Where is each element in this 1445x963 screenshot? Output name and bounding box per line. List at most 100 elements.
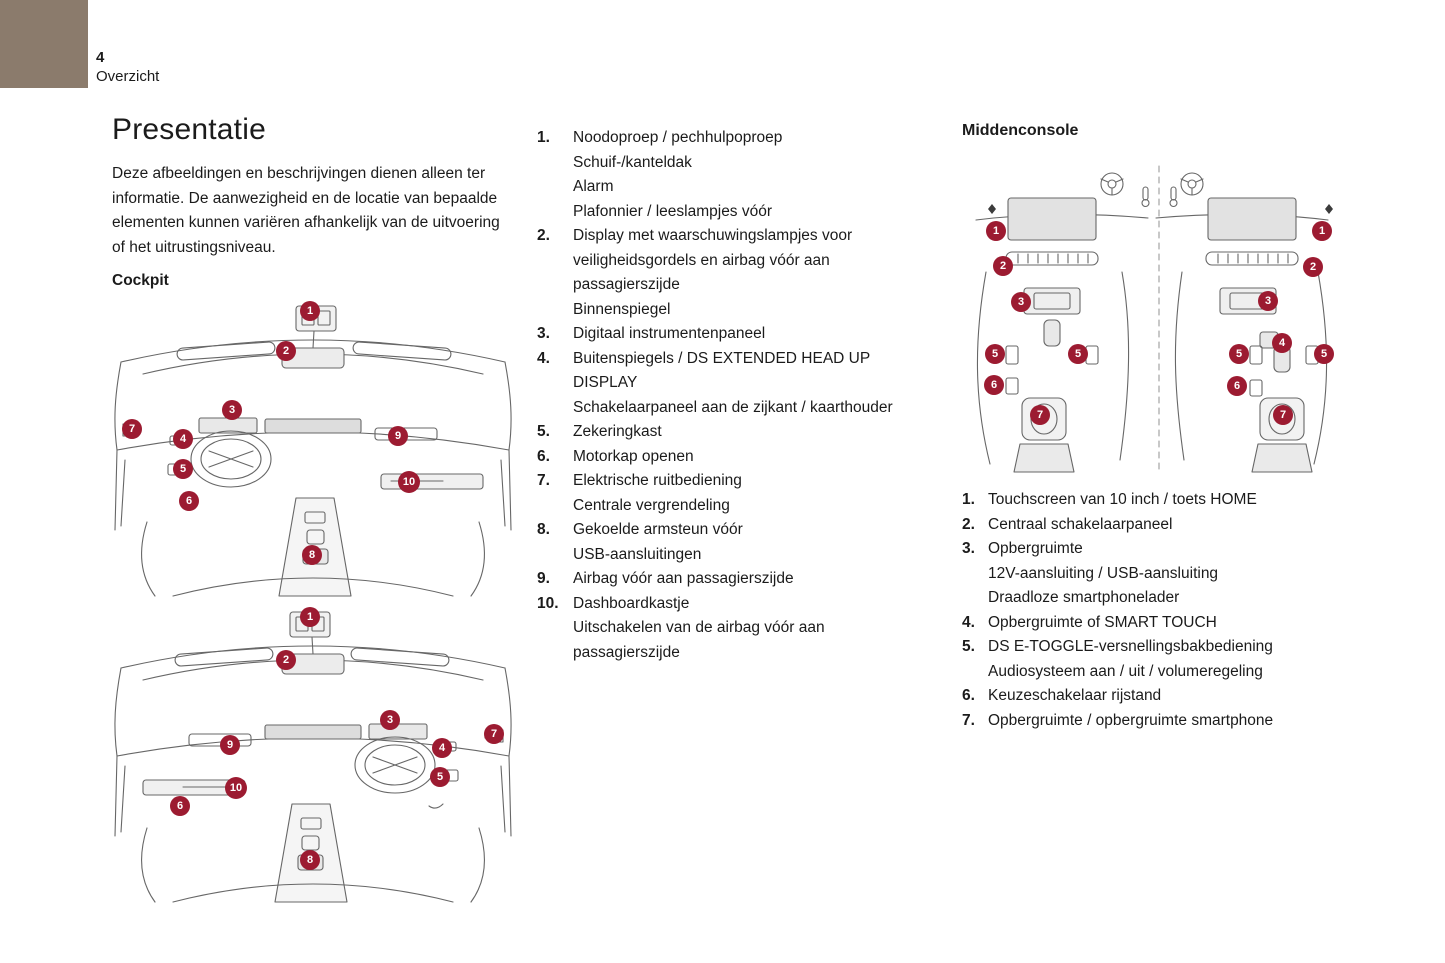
item-text: Noodoproep / pechhulpoproep bbox=[573, 129, 783, 146]
item-text: Plafonnier / leeslampjes vóór bbox=[573, 202, 773, 220]
callout-badge: 5 bbox=[1314, 344, 1334, 364]
callout-badge: 2 bbox=[276, 341, 296, 361]
svg-text:1: 1 bbox=[307, 611, 313, 623]
item-text: Gekoelde armsteun vóór bbox=[573, 521, 743, 538]
item-number: 10. bbox=[537, 594, 559, 612]
item-number: 7. bbox=[962, 711, 975, 729]
svg-text:5: 5 bbox=[1321, 348, 1327, 360]
item-number: 1. bbox=[962, 491, 975, 508]
item-number: 6. bbox=[962, 687, 975, 704]
callout-badge: 4 bbox=[1272, 333, 1292, 353]
callout-badge: 2 bbox=[1303, 257, 1323, 277]
page-header: 4 Overzicht bbox=[96, 48, 159, 86]
svg-text:5: 5 bbox=[1236, 348, 1242, 360]
left-column: Presentatie Deze afbeeldingen en beschri… bbox=[112, 112, 514, 904]
list-item: 6. Motorkap openen bbox=[537, 445, 935, 470]
list-item: 7. Opbergruimte / opbergruimte smartphon… bbox=[962, 709, 1344, 734]
svg-text:8: 8 bbox=[309, 549, 315, 561]
svg-text:7: 7 bbox=[1037, 409, 1043, 421]
list-item: 5. DS E-TOGGLE-versnellingsbakbediening … bbox=[962, 635, 1344, 684]
callout-badge: 4 bbox=[173, 429, 193, 449]
callout-badge: 6 bbox=[170, 796, 190, 816]
svg-text:1: 1 bbox=[993, 225, 999, 237]
callout-badge: 2 bbox=[276, 650, 296, 670]
callout-badge: 2 bbox=[993, 256, 1013, 276]
item-number: 3. bbox=[962, 540, 975, 557]
callout-badge: 1 bbox=[300, 301, 320, 321]
console-diagram: 1 2 3 5 5 6 7 1 2 3 4 5 5 6 7 bbox=[975, 165, 1334, 475]
svg-text:6: 6 bbox=[991, 379, 997, 391]
corner-color-block bbox=[0, 0, 88, 88]
callout-badge: 10 bbox=[225, 777, 247, 799]
svg-text:5: 5 bbox=[180, 463, 186, 475]
item-number: 8. bbox=[537, 521, 550, 538]
callout-badge: 5 bbox=[1229, 344, 1249, 364]
steering-wheel-icon bbox=[1100, 172, 1124, 196]
callout-badge: 6 bbox=[179, 491, 199, 511]
item-text: Zekeringkast bbox=[573, 423, 662, 440]
item-text: Opbergruimte / opbergruimte smartphone bbox=[988, 711, 1274, 729]
temperature-icon bbox=[1169, 186, 1178, 208]
callout-badge: 3 bbox=[1011, 292, 1031, 312]
svg-text:10: 10 bbox=[403, 476, 415, 488]
item-number: 5. bbox=[962, 638, 975, 655]
item-text: 12V-aansluiting / USB-aansluiting bbox=[988, 564, 1219, 582]
list-item: 5. Zekeringkast bbox=[537, 420, 935, 445]
callout-badge: 1 bbox=[1312, 221, 1332, 241]
callout-badge: 5 bbox=[1068, 344, 1088, 364]
item-text: Airbag vóór aan passagierszijde bbox=[573, 570, 794, 587]
console-legend: 1. Touchscreen van 10 inch / toets HOME … bbox=[962, 488, 1344, 733]
list-item: 8. Gekoelde armsteun vóór USB-aansluitin… bbox=[537, 518, 935, 567]
item-text: Draadloze smartphonelader bbox=[988, 589, 1180, 606]
list-item: 3. Opbergruimte 12V-aansluiting / USB-aa… bbox=[962, 537, 1344, 611]
cockpit-legend: 1. Noodoproep / pechhulpoproep Schuif-/k… bbox=[537, 126, 935, 665]
item-number: 1. bbox=[537, 129, 550, 146]
item-text: Centraal schakelaarpaneel bbox=[988, 515, 1173, 533]
svg-text:2: 2 bbox=[283, 345, 289, 357]
callout-badge: 5 bbox=[985, 344, 1005, 364]
item-number: 4. bbox=[962, 613, 975, 631]
item-text: Display met waarschuwingslampjes voor ve… bbox=[573, 227, 853, 293]
svg-text:5: 5 bbox=[437, 771, 443, 783]
middenconsole-heading: Middenconsole bbox=[962, 122, 1079, 139]
intro-text: Deze afbeeldingen en beschrijvingen dien… bbox=[112, 165, 500, 256]
callout-badge: 9 bbox=[220, 735, 240, 755]
item-text: USB-aansluitingen bbox=[573, 545, 702, 563]
svg-text:5: 5 bbox=[1075, 348, 1081, 360]
callout-badge: 9 bbox=[388, 426, 408, 446]
temperature-icon bbox=[1141, 186, 1150, 208]
item-number: 2. bbox=[962, 515, 975, 533]
item-text: Uitschakelen van de airbag vóór aan pass… bbox=[573, 619, 825, 661]
callout-badge: 7 bbox=[1030, 405, 1050, 425]
item-number: 9. bbox=[537, 570, 550, 587]
item-text: Touchscreen van 10 inch / toets HOME bbox=[988, 491, 1257, 508]
list-item: 2. Centraal schakelaarpaneel bbox=[962, 513, 1344, 538]
callout-badge: 5 bbox=[173, 459, 193, 479]
callout-badge: 7 bbox=[1273, 405, 1293, 425]
svg-text:9: 9 bbox=[395, 430, 401, 442]
console-column: Middenconsole bbox=[962, 121, 1344, 733]
item-text: Schuif-/kanteldak bbox=[573, 153, 692, 171]
svg-text:4: 4 bbox=[1279, 337, 1286, 349]
callout-badge: 7 bbox=[484, 724, 504, 744]
item-text: Digitaal instrumentenpaneel bbox=[573, 325, 766, 342]
svg-text:7: 7 bbox=[491, 728, 497, 740]
item-text: Motorkap openen bbox=[573, 447, 694, 465]
svg-text:6: 6 bbox=[177, 800, 183, 812]
item-text: Dashboardkastje bbox=[573, 594, 690, 612]
page-title: Presentatie bbox=[112, 113, 266, 146]
list-item: 10. Dashboardkastje Uitschakelen van de … bbox=[537, 592, 935, 666]
cockpit-diagram-top: 1 2 3 7 4 5 6 9 10 8 bbox=[114, 301, 512, 597]
callout-badge: 1 bbox=[986, 221, 1006, 241]
callout-badge: 7 bbox=[122, 419, 142, 439]
list-item: 4. Buitenspiegels / DS EXTENDED HEAD UP … bbox=[537, 347, 935, 421]
svg-text:9: 9 bbox=[227, 739, 233, 751]
callout-badge: 4 bbox=[432, 738, 452, 758]
item-text: Centrale vergrendeling bbox=[573, 496, 730, 514]
item-number: 6. bbox=[537, 447, 550, 465]
list-item: 1. Touchscreen van 10 inch / toets HOME bbox=[962, 488, 1344, 513]
callout-badge: 8 bbox=[300, 850, 320, 870]
item-text: Schakelaarpaneel aan de zijkant / kaarth… bbox=[573, 398, 893, 416]
list-item: 7. Elektrische ruitbediening Centrale ve… bbox=[537, 469, 935, 518]
item-text: DS E-TOGGLE-versnellingsbakbediening bbox=[988, 638, 1273, 655]
